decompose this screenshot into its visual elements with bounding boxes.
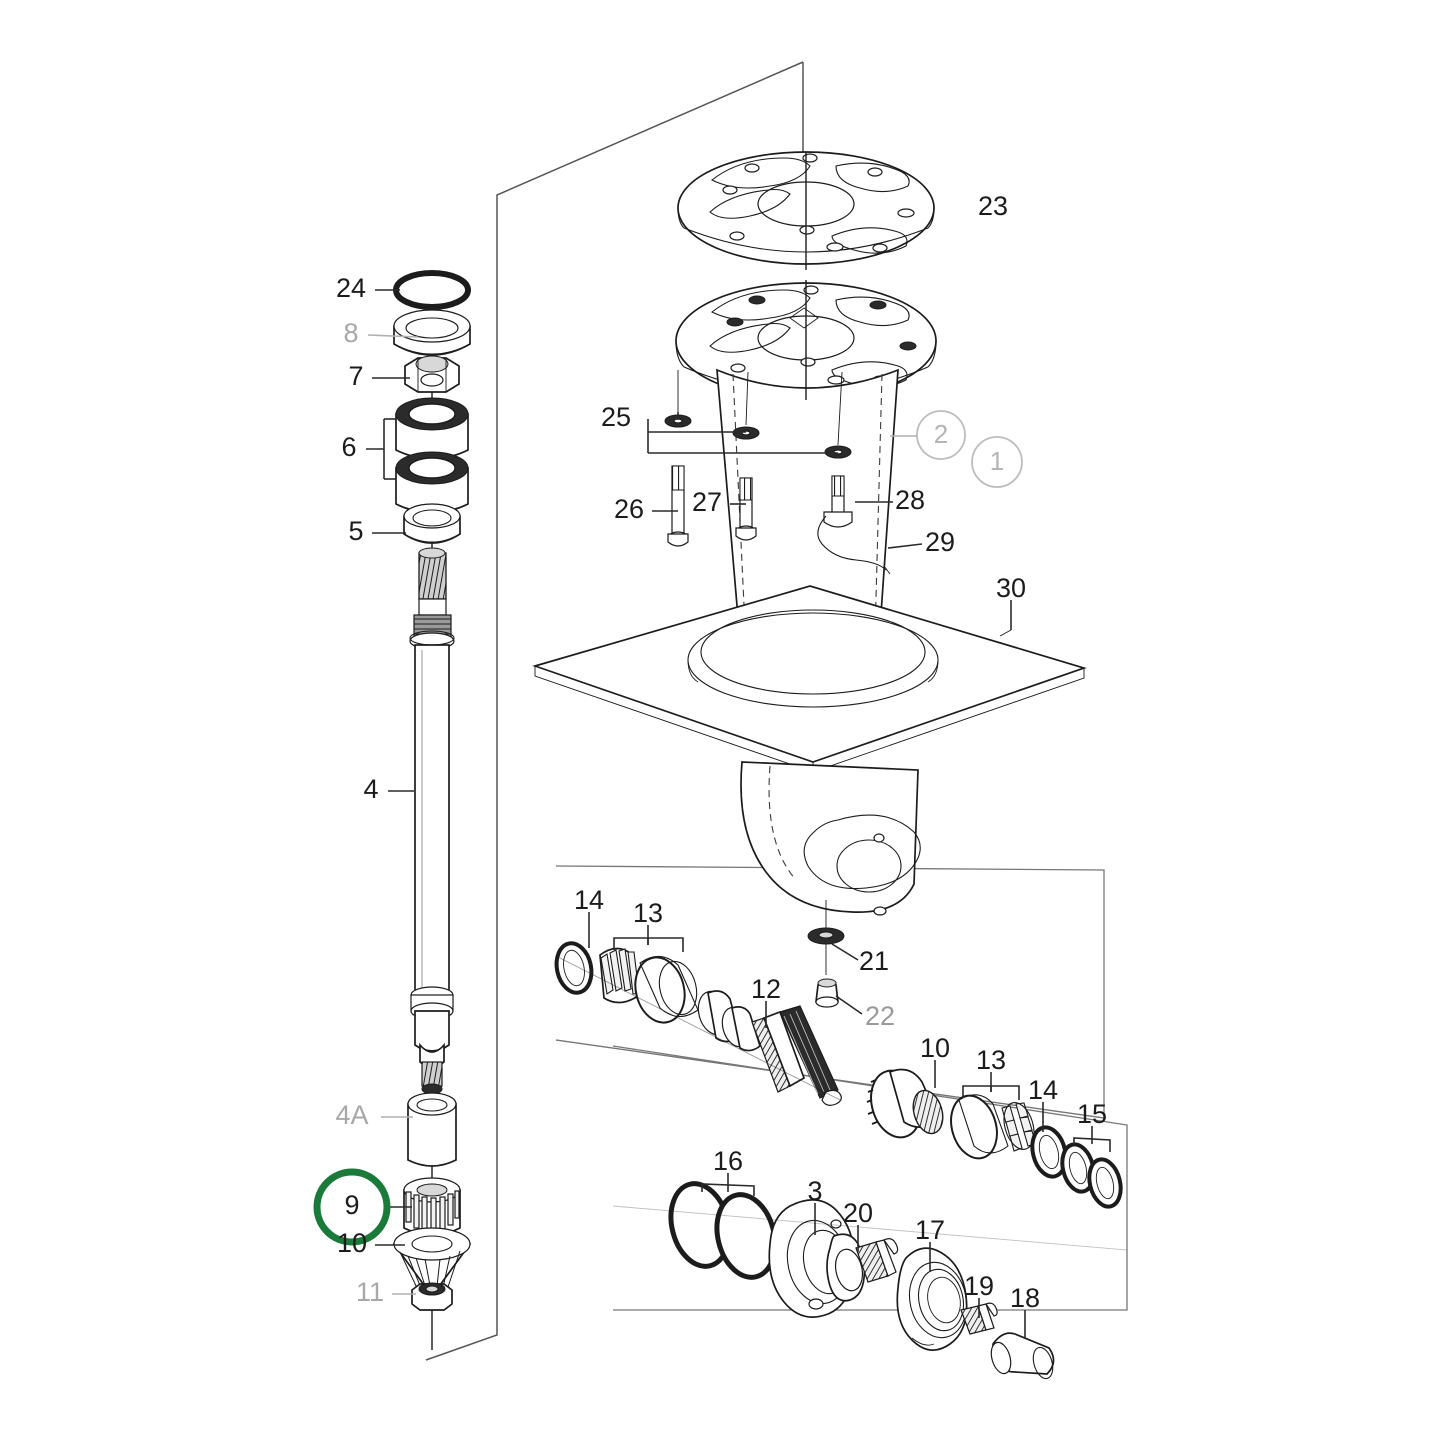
- part-9-needle-roller-bearing: [390, 1177, 461, 1236]
- part-21-flat-washer: [807, 900, 859, 975]
- part-12-pinion-shaft: [697, 990, 842, 1106]
- label-12: 12: [751, 974, 781, 1004]
- part-13-tapered-roller-bearing-b: [950, 1072, 1037, 1160]
- part-22-drain-plug: [815, 978, 863, 1015]
- part-25-washer-set: [647, 370, 852, 459]
- part-8-upper-seal-ring: [367, 309, 471, 356]
- label-13b: 13: [976, 1045, 1006, 1075]
- label-10b: 10: [920, 1033, 950, 1063]
- callout-2-label: 2: [934, 419, 948, 449]
- part-17-bearing-retainer-cap: [896, 1242, 968, 1351]
- label-21: 21: [859, 946, 889, 976]
- label-6: 6: [341, 432, 356, 462]
- label-5: 5: [348, 516, 363, 546]
- label-8: 8: [343, 318, 358, 348]
- part-7-hex-lock-nut: [372, 355, 460, 393]
- part-4-drive-shaft: [388, 547, 455, 1095]
- label-25: 25: [601, 402, 631, 432]
- label-23: 23: [978, 191, 1008, 221]
- part-16-o-ring-pair: [668, 1173, 778, 1280]
- part-14-shim-washer-b: [1030, 1102, 1068, 1179]
- label-10a: 10: [337, 1228, 367, 1258]
- part-30-mounting-flange-plate: [532, 585, 1087, 916]
- label-16: 16: [713, 1146, 743, 1176]
- label-13a: 13: [633, 898, 663, 928]
- callout-1: 1: [971, 436, 1023, 488]
- label-20: 20: [843, 1198, 873, 1228]
- label-9: 9: [344, 1190, 359, 1220]
- frame-main-column: [425, 61, 804, 1361]
- label-22: 22: [865, 1001, 895, 1031]
- label-19: 19: [964, 1271, 994, 1301]
- label-28: 28: [895, 485, 925, 515]
- part-26-long-hex-bolt: [652, 465, 689, 547]
- part-28-short-hex-bolt: [823, 475, 893, 528]
- part-14-shim-washer-a: [554, 912, 594, 995]
- part-number-labels: 24 8 7 6 5 4 4A 9 10 11 23 25 26 27 28 2…: [335, 191, 1107, 1313]
- callout-1-label: 1: [990, 446, 1004, 476]
- part-11-pinion-nut: [392, 1282, 453, 1311]
- part-3-bearing-carrier-housing: [768, 1199, 866, 1318]
- frame-group-low: [612, 1045, 1128, 1311]
- part-13-tapered-roller-bearing-a: [599, 925, 699, 1024]
- label-4A: 4A: [335, 1100, 368, 1130]
- label-4: 4: [363, 774, 378, 804]
- part-20-carrier-bolt: [855, 1225, 899, 1283]
- part-10-bevel-gear-b: [866, 1060, 944, 1139]
- part-19-retainer-screw: [960, 1298, 998, 1335]
- part-4A-shaft-sleeve: [381, 1092, 457, 1167]
- label-30: 30: [996, 573, 1026, 603]
- label-15: 15: [1077, 1099, 1107, 1129]
- part-5-bearing-race-cup: [372, 503, 461, 544]
- alignment-guides: [555, 955, 1128, 1251]
- part-29-ground-wire: [817, 515, 923, 575]
- part-18-spacer-sleeve: [990, 1310, 1055, 1380]
- part-6-upper-bearing-pair: [366, 397, 469, 514]
- label-14a: 14: [574, 885, 604, 915]
- label-26: 26: [614, 494, 644, 524]
- highlight-ring-part-9: [313, 1168, 391, 1246]
- label-14b: 14: [1028, 1075, 1058, 1105]
- label-3: 3: [807, 1176, 822, 1206]
- label-11: 11: [356, 1277, 384, 1307]
- label-17: 17: [915, 1215, 945, 1245]
- label-29: 29: [925, 527, 955, 557]
- part-24-o-ring-seal: [375, 270, 471, 310]
- callout-2: 2: [890, 410, 966, 460]
- part-15-shim-set: [1060, 1126, 1123, 1209]
- part-27-medium-hex-bolt: [730, 477, 757, 541]
- label-18: 18: [1010, 1283, 1040, 1313]
- label-7: 7: [348, 361, 363, 391]
- label-27: 27: [692, 487, 722, 517]
- label-24: 24: [336, 273, 366, 303]
